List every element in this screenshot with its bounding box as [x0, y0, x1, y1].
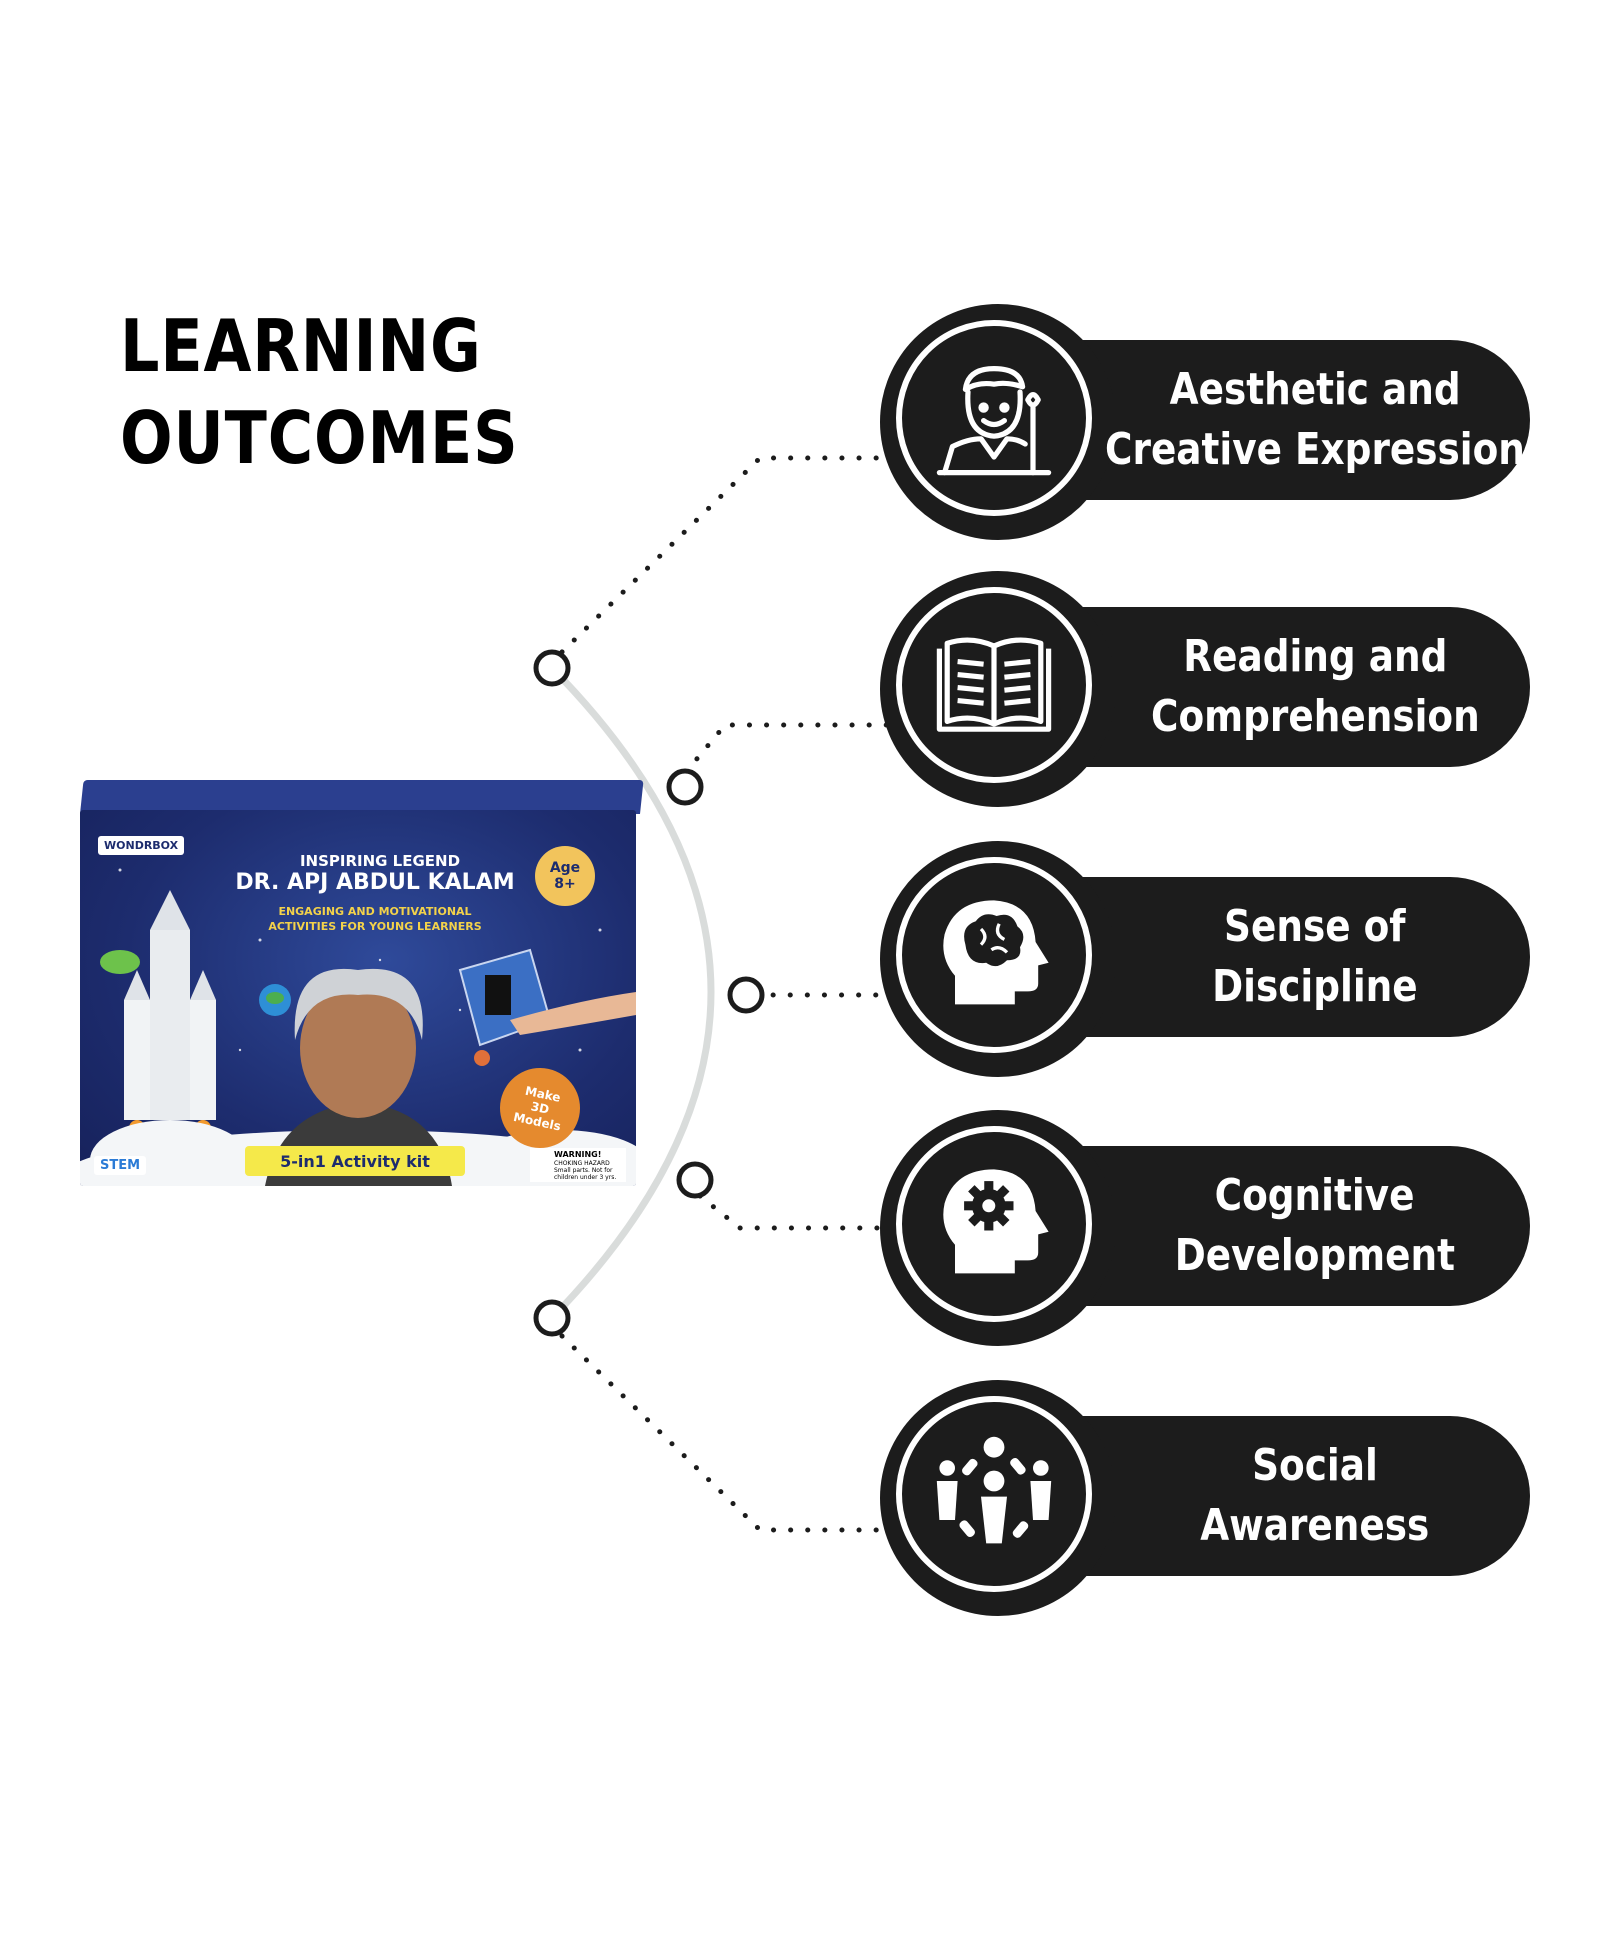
box-lid	[80, 780, 644, 814]
outcome-label-line-1: Social	[1252, 1440, 1378, 1491]
age-value: 8+	[554, 876, 576, 892]
outcome-sense-of-discipline: Sense of Discipline	[880, 841, 1530, 1077]
outcome-label: Cognitive Development	[1110, 1146, 1520, 1306]
outcome-label-line-2: Comprehension	[1150, 691, 1480, 742]
outcome-label-line-1: Sense of	[1224, 901, 1406, 952]
box-front: WONDRBOX INSPIRING LEGEND DR. APJ ABDUL …	[80, 810, 636, 1186]
product-title-line-2: DR. APJ ABDUL KALAM	[235, 870, 515, 895]
tagline-line-1: ENGAGING AND MOTIVATIONAL	[278, 905, 472, 918]
node-circle-1	[533, 649, 571, 687]
activity-kit-banner: 5-in1 Activity kit	[245, 1146, 465, 1176]
outcome-icon-circle	[880, 841, 1116, 1077]
rocket-illustration	[124, 890, 216, 1136]
outcome-label-line-1: Aesthetic and	[1169, 364, 1461, 415]
outcome-cognitive-development: Cognitive Development	[880, 1110, 1530, 1346]
icon-ring	[896, 1396, 1092, 1592]
connector-arc	[549, 665, 715, 1321]
warning-sub-2: Small parts. Not for children under 3 yr…	[554, 1167, 617, 1181]
open-book-icon	[936, 637, 1052, 732]
warning-label: WARNING! CHOKING HAZARD Small parts. Not…	[530, 1148, 626, 1182]
node-circle-4	[676, 1161, 714, 1199]
community-icon	[936, 1436, 1052, 1544]
artist-icon	[936, 366, 1052, 476]
node-circle-3	[727, 976, 765, 1014]
age-label: Age	[549, 860, 581, 876]
dotted-line-1	[559, 455, 893, 655]
title-line-2: OUTCOMES	[120, 396, 519, 480]
warning-title: WARNING!	[554, 1150, 602, 1159]
outcome-label: Aesthetic and Creative Expression	[1105, 340, 1525, 500]
outcome-icon-circle	[880, 304, 1116, 540]
icon-ring	[896, 857, 1092, 1053]
outcome-label-line-2: Discipline	[1212, 961, 1418, 1012]
outcome-icon-circle	[880, 1380, 1116, 1616]
node-circle-5	[533, 1299, 571, 1337]
icon-ring	[896, 587, 1092, 783]
product-title-line-1: INSPIRING LEGEND	[299, 852, 461, 870]
outcome-aesthetic-creative: Aesthetic and Creative Expression	[880, 304, 1530, 540]
outcome-social-awareness: Social Awareness	[880, 1380, 1530, 1616]
outcome-label-line-1: Reading and	[1182, 631, 1448, 682]
age-badge: Age 8+	[535, 846, 595, 906]
outcome-label: Reading and Comprehension	[1110, 607, 1520, 767]
brain-head-icon	[943, 900, 1049, 1005]
product-box-image: WONDRBOX INSPIRING LEGEND DR. APJ ABDUL …	[80, 780, 644, 1188]
page-title: LEARNING OUTCOMES	[120, 300, 519, 484]
brand-logo: WONDRBOX	[98, 836, 185, 855]
satellite-model-illustration	[458, 948, 636, 1047]
dotted-line-4	[697, 1193, 893, 1231]
planet-illustration	[474, 1050, 490, 1066]
outcome-label: Sense of Discipline	[1110, 877, 1520, 1037]
outcome-label-line-1: Cognitive	[1215, 1170, 1415, 1221]
outcome-label-line-2: Development	[1174, 1230, 1456, 1281]
stem-logo: STEM	[94, 1156, 147, 1175]
dotted-line-2	[683, 722, 893, 775]
icon-ring	[896, 320, 1092, 516]
outcome-icon-circle	[880, 1110, 1116, 1346]
product-tagline: ENGAGING AND MOTIVATIONAL ACTIVITIES FOR…	[210, 904, 540, 934]
outcome-reading-comprehension: Reading and Comprehension	[880, 571, 1530, 807]
gear-head-icon	[943, 1169, 1049, 1274]
dotted-line-5	[559, 1333, 893, 1533]
icon-ring	[896, 1126, 1092, 1322]
outcome-label: Social Awareness	[1110, 1416, 1520, 1576]
outcome-icon-circle	[880, 571, 1116, 807]
outcome-label-line-2: Creative Expression	[1105, 424, 1525, 475]
title-line-1: LEARNING	[120, 304, 482, 388]
tagline-line-2: ACTIVITIES FOR YOUNG LEARNERS	[268, 920, 482, 933]
node-circle-2	[666, 768, 704, 806]
fish-illustration	[100, 950, 140, 974]
warning-sub-1: CHOKING HAZARD	[554, 1160, 610, 1167]
outcome-label-line-2: Awareness	[1200, 1500, 1430, 1551]
